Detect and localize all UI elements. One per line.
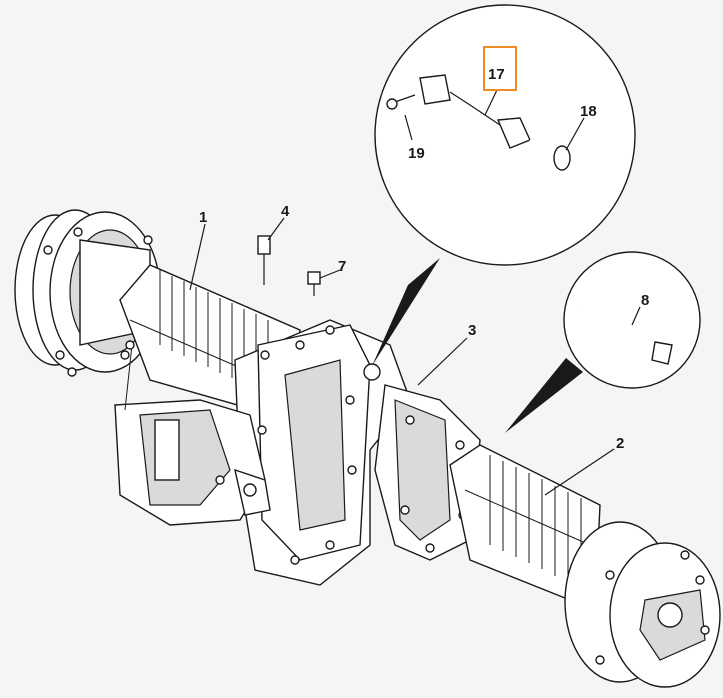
right-wheel-hub [564, 521, 721, 688]
detail-view-bolt [505, 251, 701, 433]
plug-part [307, 271, 321, 296]
callout-7: 7 [338, 258, 346, 275]
callout-3: 3 [468, 322, 476, 339]
right-differential-housing [374, 384, 481, 561]
drive-motor-assembly [114, 340, 271, 526]
callout-4: 4 [281, 203, 290, 220]
callout-18: 18 [580, 103, 597, 120]
callout-8: 8 [641, 292, 649, 309]
leader-lines [189, 89, 641, 496]
callout-17-highlight-box [483, 46, 517, 91]
breather-part [257, 235, 271, 285]
callout-2: 2 [616, 435, 624, 452]
detail-view-cable [372, 4, 636, 366]
central-carrier [234, 319, 411, 586]
callout-19: 19 [408, 145, 425, 162]
callout-17: 17 [488, 66, 505, 83]
callout-1: 1 [199, 209, 207, 226]
